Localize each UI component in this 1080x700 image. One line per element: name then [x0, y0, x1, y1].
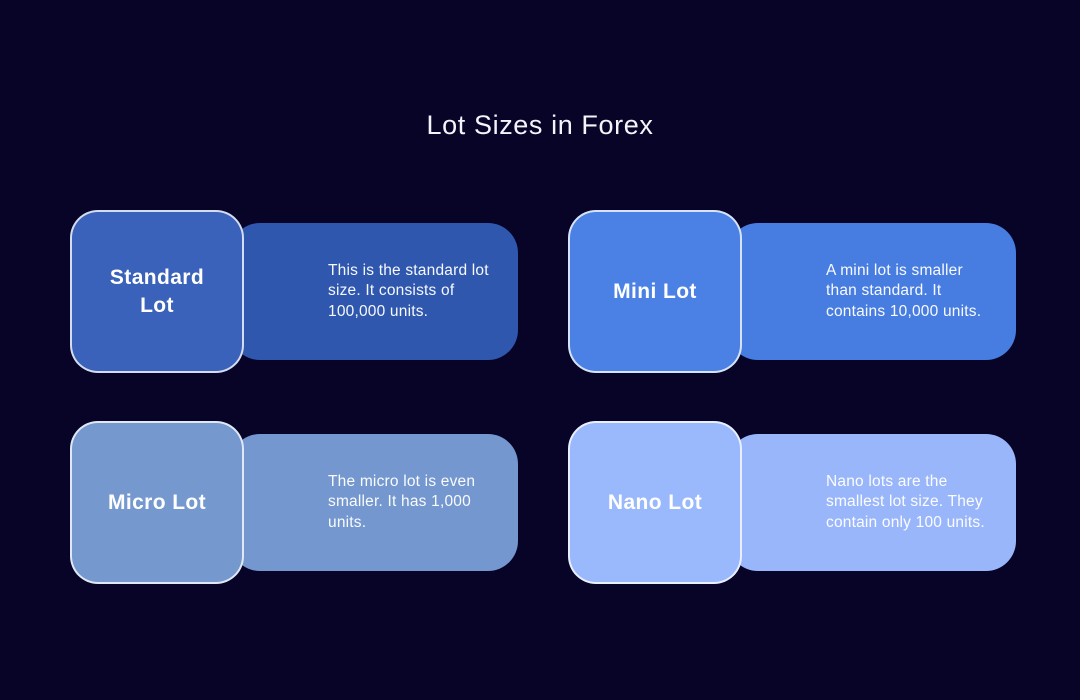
card-description-panel: Nano lots are the smallest lot size. The…	[728, 434, 1016, 571]
card-label: Nano Lot	[607, 490, 703, 514]
card-description-panel: This is the standard lot size. It consis…	[230, 223, 518, 360]
card-description: Nano lots are the smallest lot size. The…	[826, 472, 985, 531]
card-description-panel: The micro lot is even smaller. It has 1,…	[230, 434, 518, 571]
card-nano-lot: Nano lots are the smallest lot size. The…	[568, 421, 1018, 584]
card-description-panel: A mini lot is smaller than standard. It …	[728, 223, 1016, 360]
card-label-box: Nano Lot	[568, 421, 742, 584]
card-description: The micro lot is even smaller. It has 1,…	[328, 472, 476, 531]
card-label-box: Mini Lot	[568, 210, 742, 373]
card-label-box: Standard Lot	[70, 210, 244, 373]
card-standard-lot: This is the standard lot size. It consis…	[70, 210, 520, 373]
page-title: Lot Sizes in Forex	[426, 110, 654, 140]
card-description: A mini lot is smaller than standard. It …	[826, 261, 982, 320]
card-mini-lot: A mini lot is smaller than standard. It …	[568, 210, 1018, 373]
card-description: This is the standard lot size. It consis…	[328, 261, 489, 320]
card-label-box: Micro Lot	[70, 421, 244, 584]
card-label: Mini Lot	[613, 279, 697, 303]
card-micro-lot: The micro lot is even smaller. It has 1,…	[70, 421, 520, 584]
card-label: Standard Lot	[109, 266, 205, 317]
card-label: Micro Lot	[107, 490, 207, 514]
